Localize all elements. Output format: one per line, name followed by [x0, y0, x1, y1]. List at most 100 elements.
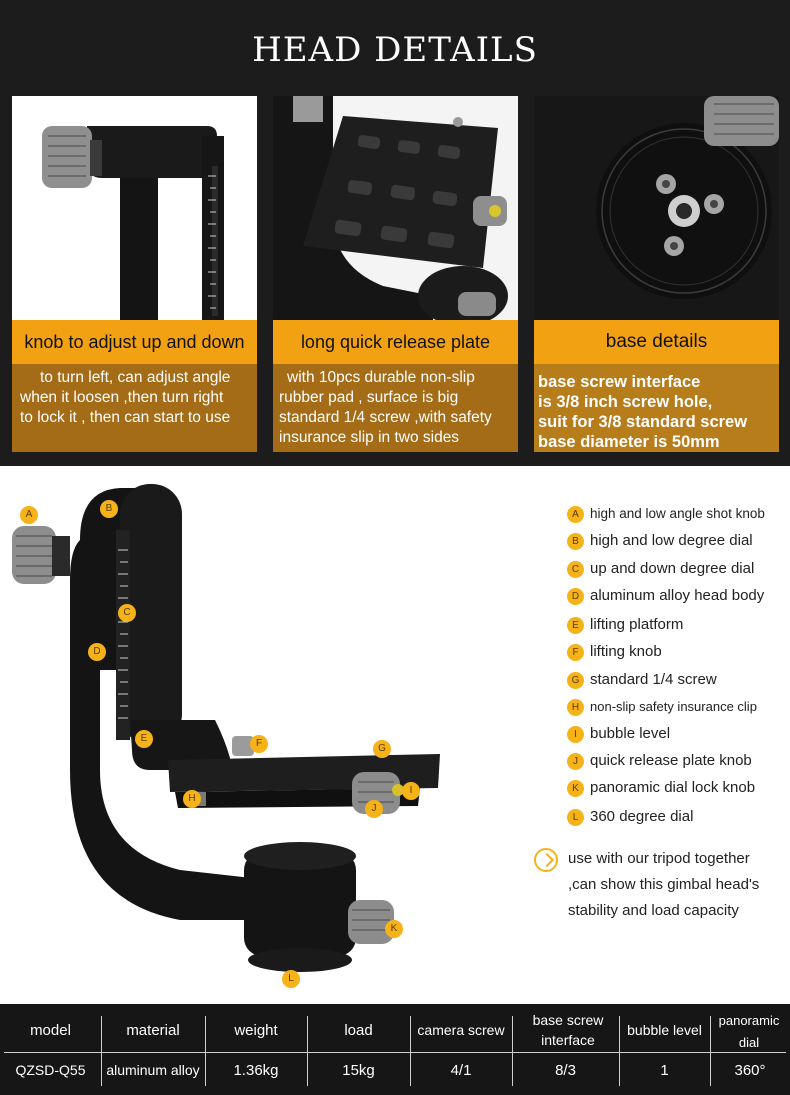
column-divider [205, 1016, 206, 1086]
knob-photo [12, 96, 257, 320]
value-weight: 1.36kg [233, 1062, 279, 1079]
value-camera-screw: 4/1 [450, 1062, 472, 1079]
header-bubble-level: bubble level [627, 1022, 702, 1038]
callout-g: G [373, 740, 391, 758]
header-camera-screw: camera screw [417, 1022, 505, 1038]
detail-panel-plate: long quick release plate with 10pcs dura… [273, 96, 518, 452]
note-text: use with our tripod together ,can show t… [568, 846, 788, 924]
panel-description: base screw interface is 3/8 inch screw h… [534, 364, 779, 452]
feature-text: high and low degree dial [590, 532, 753, 549]
value-material: aluminum alloy [106, 1062, 200, 1078]
note-line: stability and load capacity [568, 902, 739, 919]
marker-g: G [567, 671, 584, 689]
value-base-screw: 8/3 [555, 1062, 576, 1079]
desc-line: base diameter is 50mm [538, 433, 720, 451]
marker-a: A [567, 505, 584, 523]
header-model: model [30, 1022, 71, 1039]
header-weight: weight [234, 1022, 278, 1039]
callout-f: F [250, 735, 268, 753]
callout-d: D [88, 643, 106, 661]
panel-label: knob to adjust up and down [12, 320, 257, 364]
marker-j: J [567, 752, 584, 770]
desc-line: to lock it , then can start to use [20, 409, 231, 426]
callout-l: L [282, 970, 300, 988]
desc-line: is 3/8 inch screw hole, [538, 393, 713, 411]
desc-line: base screw interface [538, 373, 701, 391]
panel-label: long quick release plate [273, 320, 518, 364]
note-line: ,can show this gimbal head's [568, 876, 760, 893]
feature-text: up and down degree dial [590, 560, 755, 577]
callout-b: B [100, 500, 118, 518]
feature-text: 360 degree dial [590, 808, 694, 825]
feature-item: L 360 degree dial [567, 808, 693, 826]
desc-line: suit for 3/8 standard screw [538, 413, 748, 431]
section-title: HEAD DETAILS [252, 30, 538, 70]
base-photo [534, 96, 779, 320]
value-load: 15kg [342, 1062, 375, 1079]
feature-text: quick release plate knob [590, 752, 752, 769]
column-divider [101, 1016, 102, 1086]
detail-panel-base: base details base screw interface is 3/8… [534, 96, 779, 452]
desc-line: when it loosen ,then turn right [20, 389, 224, 406]
feature-text: lifting platform [590, 616, 684, 633]
gimbal-head-illustration: A B C D E F G H I J K L [0, 470, 460, 990]
desc-line: with 10pcs durable non-slip [287, 369, 475, 386]
table-divider [4, 1052, 786, 1053]
marker-d: D [567, 587, 584, 605]
column-divider [307, 1016, 308, 1086]
column-divider [410, 1016, 411, 1086]
callout-h: H [183, 790, 201, 808]
callout-c: C [118, 604, 136, 622]
column-divider [512, 1016, 513, 1086]
marker-l: L [567, 808, 584, 826]
feature-text: standard 1/4 screw [590, 671, 717, 688]
feature-text: panoramic dial lock knob [590, 779, 756, 796]
head-details-section: HEAD DETAILS [0, 0, 790, 466]
header-load: load [344, 1022, 373, 1039]
header-base-screw: base screw interface [532, 1012, 604, 1048]
marker-k: K [567, 779, 584, 797]
panel-description: with 10pcs durable non-slip rubber pad ,… [273, 364, 518, 452]
feature-text: lifting knob [590, 643, 662, 660]
marker-h: H [567, 698, 584, 716]
column-divider [710, 1016, 711, 1086]
marker-b: B [567, 532, 584, 550]
callout-i: I [402, 782, 420, 800]
desc-line: rubber pad , surface is big [279, 389, 459, 406]
value-panoramic-dial: 360° [734, 1062, 766, 1079]
marker-f: F [567, 643, 584, 661]
callout-j: J [365, 800, 383, 818]
feature-text: non-slip safety insurance clip [590, 699, 757, 714]
header-panoramic-dial: panoramic dial [718, 1013, 780, 1050]
desc-line: standard 1/4 screw ,with safety [279, 409, 492, 426]
desc-line: to turn left, can adjust angle [40, 369, 231, 386]
callout-k: K [385, 920, 403, 938]
feature-text: aluminum alloy head body [590, 587, 765, 604]
spec-table: model material weight load camera screw … [0, 1004, 790, 1095]
feature-text: high and low angle shot knob [590, 506, 765, 521]
callout-a: A [20, 506, 38, 524]
header-material: material [126, 1022, 180, 1039]
note-line: use with our tripod together [568, 850, 750, 867]
column-divider [619, 1016, 620, 1086]
marker-e: E [567, 616, 584, 634]
panel-description: to turn left, can adjust angle when it l… [12, 364, 257, 452]
desc-line: insurance slip in two sides [279, 429, 460, 446]
value-model: QZSD-Q55 [15, 1062, 86, 1078]
marker-i: I [567, 725, 584, 743]
panel-label: base details [534, 320, 779, 364]
value-bubble-level: 1 [660, 1062, 669, 1079]
detail-panel-knob: knob to adjust up and down to turn left,… [12, 96, 257, 452]
chevron-right-icon [534, 848, 558, 872]
plate-photo [273, 96, 518, 320]
